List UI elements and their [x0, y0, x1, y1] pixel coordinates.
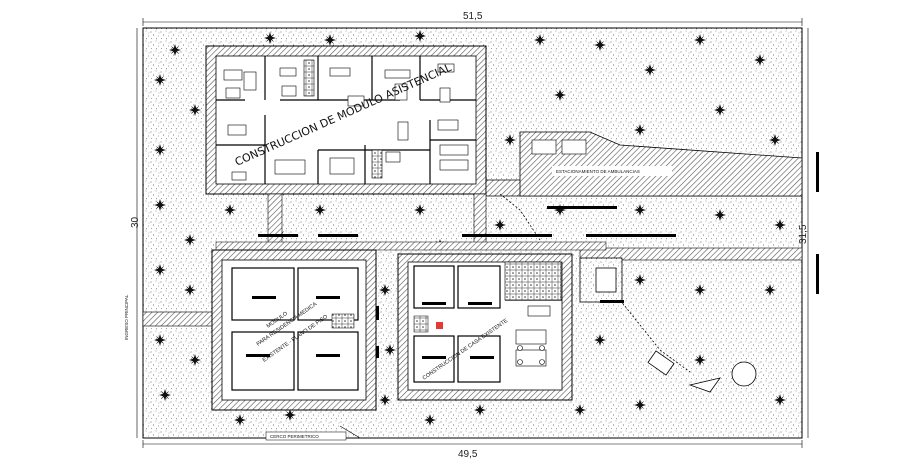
house-building: CONSTRUCCION DE CASA EXISTENTE — [397, 253, 573, 401]
garage-area — [499, 193, 757, 393]
fence-segments — [258, 152, 819, 358]
dim-left-height: 30 — [130, 216, 141, 228]
dim-bottom-width: 49,5 — [458, 449, 478, 460]
parking-label: ESTACIONAMIENTO DE AMBULANCIAS — [556, 169, 640, 174]
entrance-label: INGRESO PRINCIPAL — [124, 294, 129, 340]
dimension-lines — [136, 18, 809, 448]
assist-module-building: CONSTRUCCION DE MODULO ASISTENCIAL — [205, 45, 487, 195]
perimeter-fence-label: CERCO PERIMETRICO — [270, 434, 319, 439]
ambulance-parking: ESTACIONAMIENTO DE AMBULANCIAS — [485, 131, 803, 197]
dim-top-width: 51,5 — [463, 11, 483, 22]
medical-module-building: MODULO PARA RESIDENCIA MEDICA EXISTENTE … — [211, 249, 377, 411]
dim-right-height: 31,5 — [798, 224, 809, 244]
red-marker — [436, 322, 443, 329]
